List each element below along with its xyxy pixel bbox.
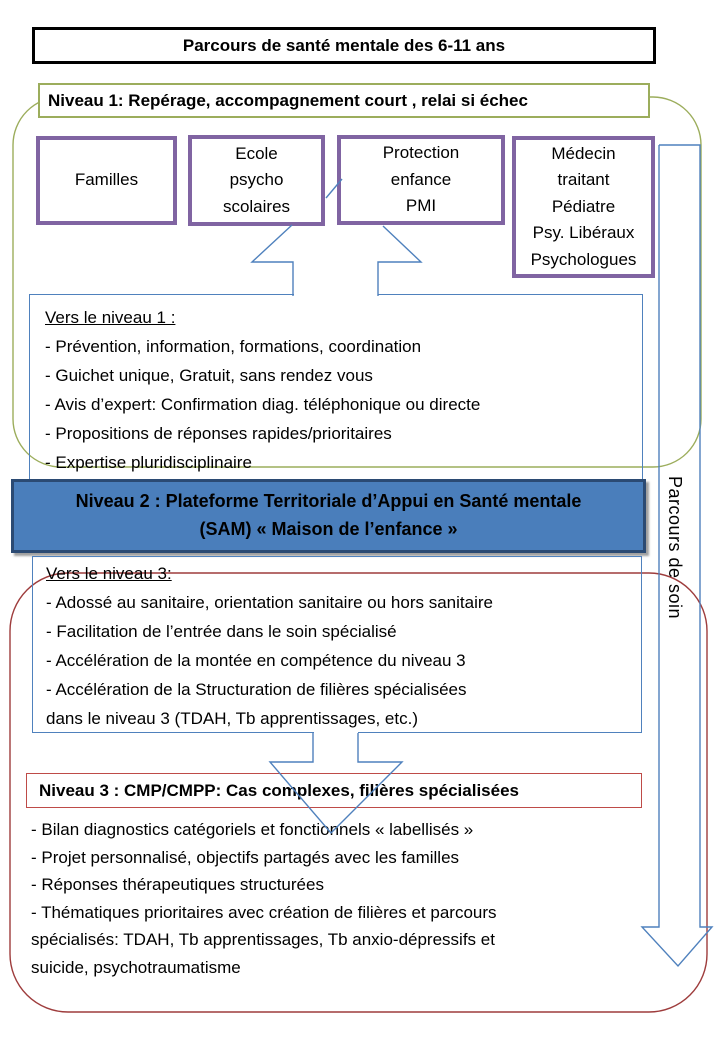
list-item: - Réponses thérapeutiques structurées <box>31 875 324 894</box>
actor-label: Familles <box>74 170 139 190</box>
vers-niveau-3-list: - Adossé au sanitaire, orientation sanit… <box>46 588 641 733</box>
list-item: - Bilan diagnostics catégoriels et fonct… <box>31 820 474 839</box>
actor-box-familles: Familles <box>36 136 177 225</box>
level1-header: Niveau 1: Repérage, accompagnement court… <box>38 83 650 118</box>
vers-niveau-1-heading: Vers le niveau 1 : <box>45 308 176 327</box>
actor-box-protection-enfance-pmi: Protection enfance PMI <box>337 135 505 225</box>
actor-label: Protection enfance PMI <box>382 143 460 216</box>
vers-niveau-1-panel: Vers le niveau 1 : - Prévention, informa… <box>29 294 643 482</box>
up-arrow-to-protection <box>377 225 423 296</box>
level3-header-label: Niveau 3 : CMP/CMPP: Cas complexes, fili… <box>39 780 519 800</box>
list-item: - Adossé au sanitaire, orientation sanit… <box>46 593 493 612</box>
actor-box-ecole-psycho-scolaires: Ecole psycho scolaires <box>188 135 325 226</box>
page-title: Parcours de santé mentale des 6-11 ans <box>182 35 506 55</box>
vers-niveau-3-panel: Vers le niveau 3: - Adossé au sanitaire,… <box>32 556 642 733</box>
level3-header: Niveau 3 : CMP/CMPP: Cas complexes, fili… <box>26 773 642 808</box>
list-item: - Guichet unique, Gratuit, sans rendez v… <box>45 366 373 385</box>
list-item: - Facilitation de l’entrée dans le soin … <box>46 622 397 641</box>
list-item: - Avis d’expert: Confirmation diag. télé… <box>45 395 481 414</box>
up-arrow-to-ecole <box>250 224 294 296</box>
level2-box: Niveau 2 : Plateforme Territoriale d’App… <box>11 479 646 553</box>
list-item: - Accélération de la montée en compétenc… <box>46 651 466 670</box>
list-item: - Propositions de réponses rapides/prior… <box>45 424 392 443</box>
level2-label: Niveau 2 : Plateforme Territoriale d’App… <box>75 491 582 539</box>
actor-label: Médecin traitant Pédiatre Psy. Libéraux … <box>530 144 637 269</box>
list-item: - Expertise pluridisciplinaire <box>45 453 252 472</box>
vers-niveau-1-list: - Prévention, information, formations, c… <box>45 332 642 477</box>
parcours-de-soin-text: Parcours de soin <box>665 476 685 620</box>
vers-niveau-3-heading: Vers le niveau 3: <box>46 564 172 583</box>
parcours-de-soin-label: Parcours de soin <box>664 476 685 666</box>
list-item: - Accélération de la Structuration de fi… <box>46 680 467 728</box>
list-item: - Projet personnalisé, objectifs partagé… <box>31 847 460 867</box>
level1-header-label: Niveau 1: Repérage, accompagnement court… <box>48 90 528 110</box>
page-title-box: Parcours de santé mentale des 6-11 ans <box>32 27 656 64</box>
list-item: - Prévention, information, formations, c… <box>45 337 422 356</box>
actor-box-medecin-traitant: Médecin traitant Pédiatre Psy. Libéraux … <box>512 136 655 278</box>
level3-list: - Bilan diagnostics catégoriels et fonct… <box>31 816 695 981</box>
actor-label: Ecole psycho scolaires <box>222 143 291 216</box>
list-item: - Thématiques prioritaires avec création… <box>31 902 497 977</box>
